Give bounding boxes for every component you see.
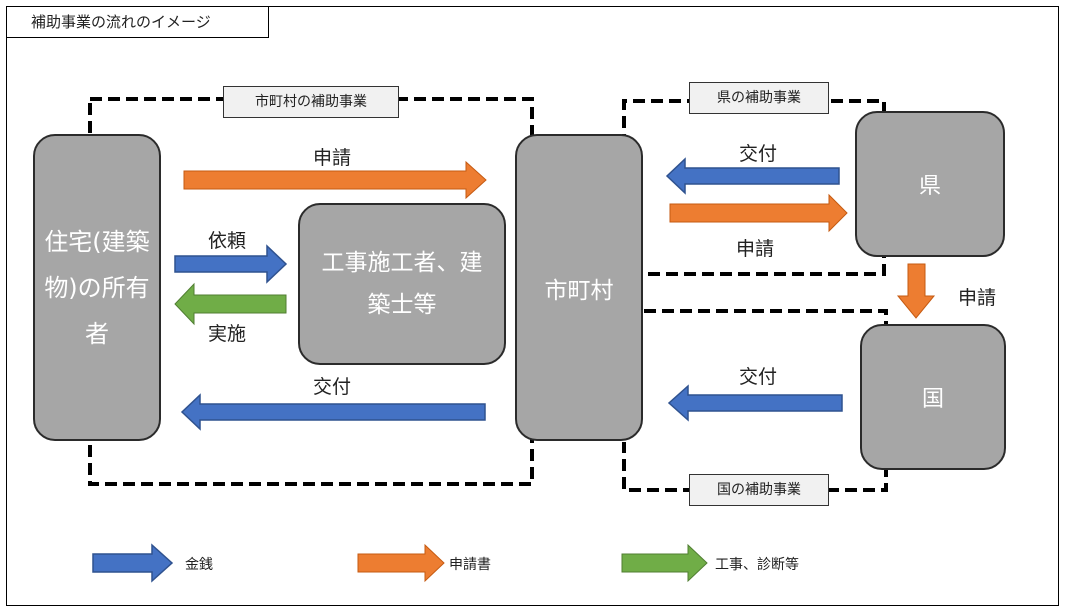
legend-arrow-work — [621, 543, 708, 583]
arrow-apply-owner-to-city — [183, 160, 487, 200]
arrow-apply-pref-to-country — [896, 263, 936, 319]
actor-contractor: 工事施工者、建築士等 — [298, 203, 506, 365]
arrow-grant-country-to-city — [667, 384, 843, 422]
region-tag-municipal: 市町村の補助事業 — [223, 86, 399, 118]
region-national-boundary — [622, 309, 888, 492]
actor-owner-label: 住宅(建築物)の所有者 — [44, 227, 150, 348]
actor-municipality: 市町村 — [515, 134, 643, 441]
legend-label-application: 申請書 — [449, 557, 491, 573]
label-grant-city-to-owner: 交付 — [313, 376, 352, 398]
actor-country-label: 国 — [921, 387, 944, 412]
arrow-execute — [174, 282, 287, 326]
label-apply-pref-to-country: 申請 — [958, 287, 997, 309]
legend-label-work: 工事、診断等 — [715, 557, 799, 573]
region-tag-prefecture: 県の補助事業 — [689, 82, 829, 114]
label-apply-owner-to-city: 申請 — [313, 147, 352, 169]
actor-contractor-label: 工事施工者、建築士等 — [321, 250, 483, 318]
label-grant-pref-to-city: 交付 — [739, 143, 778, 165]
actor-country: 国 — [860, 324, 1006, 470]
actor-prefecture: 県 — [855, 111, 1005, 257]
diagram-title: 補助事業の流れのイメージ — [6, 6, 269, 38]
diagram-frame — [6, 6, 1059, 606]
label-grant-country-to-city: 交付 — [739, 366, 778, 388]
legend-arrow-money — [92, 543, 174, 583]
label-execute: 実施 — [208, 323, 247, 345]
actor-prefecture-label: 県 — [918, 174, 941, 199]
arrow-request — [174, 244, 288, 284]
label-request: 依頼 — [208, 230, 247, 252]
actor-municipality-label: 市町村 — [544, 277, 614, 304]
arrow-apply-city-to-pref — [669, 193, 848, 233]
actor-owner: 住宅(建築物)の所有者 — [33, 134, 161, 441]
arrow-grant-pref-to-city — [665, 157, 840, 195]
legend-arrow-application — [357, 543, 445, 583]
region-tag-national: 国の補助事業 — [689, 474, 829, 506]
legend-label-money: 金銭 — [185, 557, 213, 573]
label-apply-city-to-pref: 申請 — [736, 238, 775, 260]
arrow-grant-city-to-owner — [180, 393, 486, 431]
